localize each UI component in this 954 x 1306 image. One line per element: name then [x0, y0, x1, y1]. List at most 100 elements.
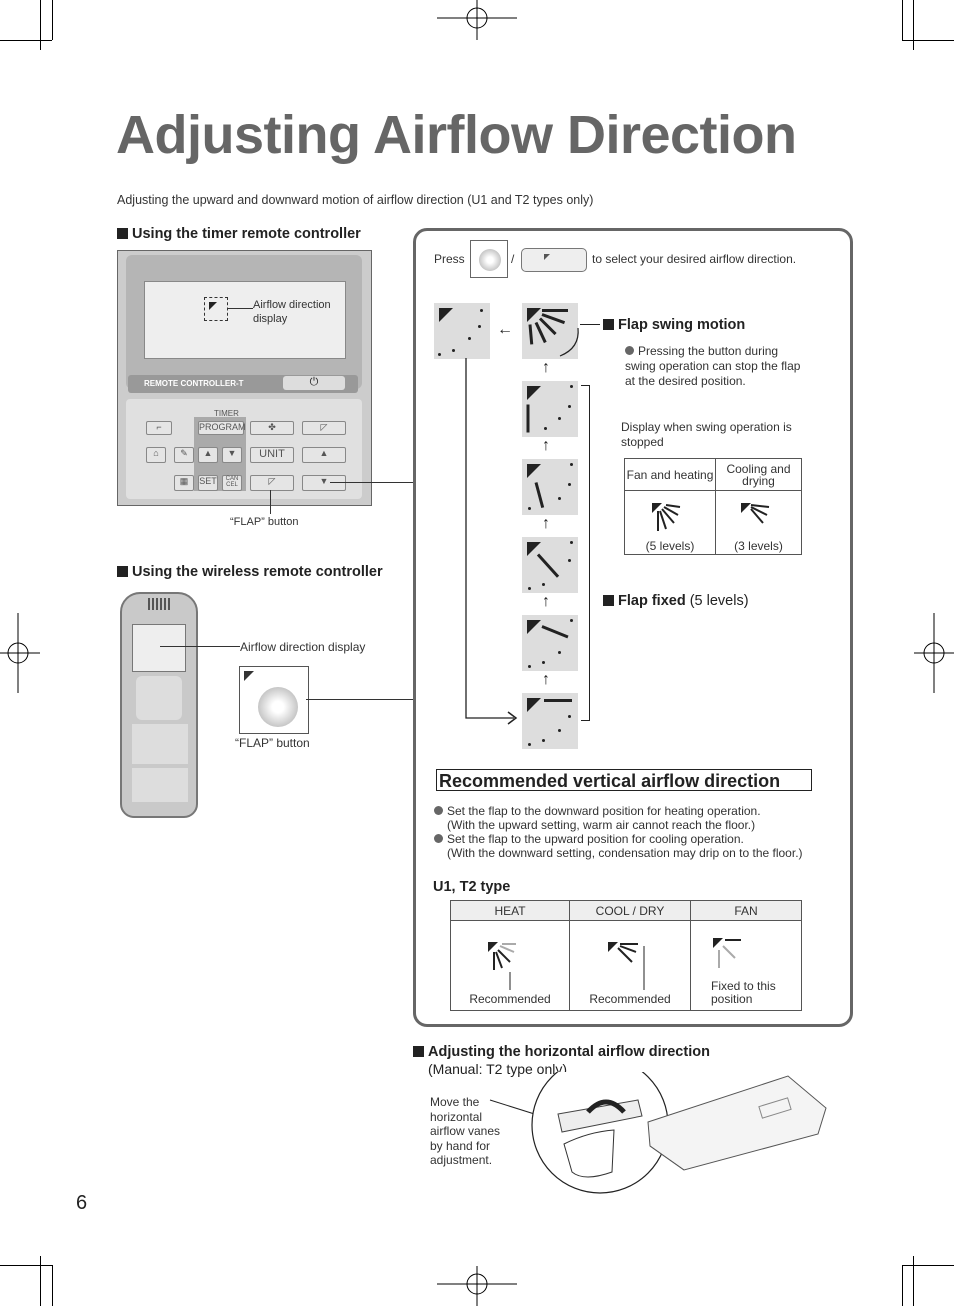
timer-remote-heading-text: Using the timer remote controller: [132, 226, 361, 242]
timer-flap-button-label: “FLAP” button: [230, 516, 299, 528]
wireless-mid-buttons: [132, 724, 188, 764]
swing-button[interactable]: ◸: [302, 421, 346, 435]
wireless-remote-heading: Using the wireless remote controller: [117, 564, 383, 580]
recommended-note: Recommended: [589, 992, 671, 1006]
wireless-remote-heading-text: Using the wireless remote controller: [132, 564, 383, 580]
flap-leader-line: [270, 490, 271, 514]
crop-mark: [0, 1265, 52, 1266]
button-panel: TIMER ⌐ PROGRAM ✤ ◸ ⌂ ✎ ▲ ▼ UNIT ▲ ▦ SET…: [126, 399, 362, 499]
airflow-display-label: Airflow direction display: [253, 299, 331, 325]
flap-swing-heading: Flap swing motion: [603, 317, 745, 333]
set-button[interactable]: SET: [198, 475, 218, 491]
registration-mark: [437, 0, 517, 40]
flap-button[interactable]: ◸: [250, 475, 294, 491]
select-text: to select your desired airflow direction…: [592, 252, 797, 266]
bullet-text: Set the flap to the upward position for …: [447, 832, 744, 846]
page-number: 6: [76, 1192, 88, 1214]
down-button[interactable]: ▼: [222, 447, 242, 463]
brand-label: REMOTE CONTROLLER-T: [144, 379, 244, 388]
temp-down-button[interactable]: ▼: [302, 475, 346, 491]
fan-speed-button[interactable]: ✤: [250, 421, 294, 435]
crop-mark: [52, 1265, 53, 1306]
table-cell: Recommended: [450, 920, 570, 1011]
bullet-text: (With the upward setting, warm air canno…: [447, 818, 756, 832]
swing-cool-icon: [740, 503, 769, 524]
round-button-icon: [258, 687, 298, 727]
crop-mark: [40, 1256, 41, 1306]
bullet-text: (With the downward setting, condensation…: [447, 846, 803, 860]
up-button[interactable]: ▲: [198, 447, 218, 463]
temp-up-button[interactable]: ▲: [302, 447, 346, 463]
square-bullet-icon: [117, 566, 128, 577]
recommended-bullets: Set the flap to the downward position fo…: [434, 804, 804, 860]
arrow-up-icon: ↑: [542, 515, 550, 532]
timer-label: TIMER: [214, 409, 239, 418]
cancel-button[interactable]: CAN CEL: [222, 475, 242, 491]
page-title: Adjusting Airflow Direction: [116, 105, 797, 165]
flap-display-level-4: [522, 615, 578, 671]
unit-button[interactable]: UNIT: [250, 447, 294, 463]
press-text: Press: [434, 252, 465, 266]
recommended-heading: Recommended vertical airflow direction: [436, 769, 812, 791]
table-header: FAN: [690, 900, 802, 921]
horizontal-note: Move the horizontal airflow vanes by han…: [430, 1095, 501, 1167]
flap-fixed-levels: (5 levels): [689, 593, 749, 609]
wireless-remote-controller: [120, 592, 198, 818]
fan-flap-icon: [713, 938, 741, 968]
brand-strip: REMOTE CONTROLLER-T ⏻: [128, 375, 358, 393]
check-button[interactable]: ✎: [174, 447, 194, 463]
square-bullet-icon: [117, 228, 128, 239]
flap-icon: [244, 671, 254, 681]
connector-line: [306, 699, 414, 700]
slash-text: /: [511, 252, 515, 266]
swing-note: Pressing the button during swing operati…: [625, 344, 810, 389]
timer-remote-controller: Airflow direction display REMOTE CONTROL…: [117, 250, 372, 506]
leader-line: [160, 646, 240, 647]
timer-remote-heading: Using the timer remote controller: [117, 226, 361, 242]
crop-mark: [902, 1265, 954, 1266]
crop-mark: [0, 40, 52, 41]
horizontal-subheading: (Manual: T2 type only): [428, 1061, 568, 1077]
table-header: Fan and heating: [624, 458, 716, 491]
wireless-flap-button[interactable]: [239, 666, 309, 734]
airflow-panel: [413, 228, 853, 1027]
stopped-display-table: Fan and heating Cooling and drying (5 le…: [624, 458, 802, 555]
flap-display-swing: [522, 303, 578, 359]
crop-mark: [913, 0, 914, 50]
flap-display-level-3: [522, 537, 578, 593]
fixed-bracket: [581, 385, 590, 721]
leader-line: [227, 308, 253, 309]
mode-button[interactable]: ⌐: [146, 421, 172, 435]
table-cell: (3 levels): [715, 490, 802, 555]
table-cell: (5 levels): [624, 490, 716, 555]
table-cell: Fixed to this position: [690, 920, 802, 1011]
intro-text: Adjusting the upward and downward motion…: [117, 193, 594, 207]
connector-line: [330, 482, 414, 483]
levels-text: (3 levels): [734, 539, 783, 553]
swing-note-text: Pressing the button during swing operati…: [625, 344, 801, 388]
flap-display-swing-stopped: [434, 303, 490, 359]
recommended-note: Recommended: [469, 992, 551, 1006]
square-bullet-icon: [603, 319, 614, 330]
vent-button[interactable]: ⌂: [146, 447, 166, 463]
program-button[interactable]: PROGRAM: [198, 421, 246, 435]
crop-mark: [40, 0, 41, 50]
mode-table: HEAT COOL / DRY FAN Recommended: [450, 900, 802, 1011]
arrow-up-icon: ↑: [542, 359, 550, 376]
crop-mark: [902, 0, 903, 40]
power-button[interactable]: ⏻: [283, 376, 345, 390]
circle-bullet-icon: [434, 806, 443, 815]
flap-fixed-heading-text: Flap fixed: [618, 593, 686, 609]
crop-mark: [52, 0, 53, 40]
wireless-display-label: Airflow direction display: [240, 640, 366, 654]
horizontal-heading: Adjusting the horizontal airflow directi…: [413, 1044, 710, 1060]
registration-mark: [437, 1266, 517, 1306]
arrow-up-icon: ↑: [542, 671, 550, 688]
arrow-up-icon: ↑: [542, 437, 550, 454]
loop-arrow-icon: [465, 358, 518, 725]
grid-button[interactable]: ▦: [174, 475, 194, 491]
crop-mark: [902, 1265, 903, 1306]
flap-display-level-2: [522, 459, 578, 515]
table-header: COOL / DRY: [569, 900, 691, 921]
flap-button-icon: [521, 248, 587, 272]
